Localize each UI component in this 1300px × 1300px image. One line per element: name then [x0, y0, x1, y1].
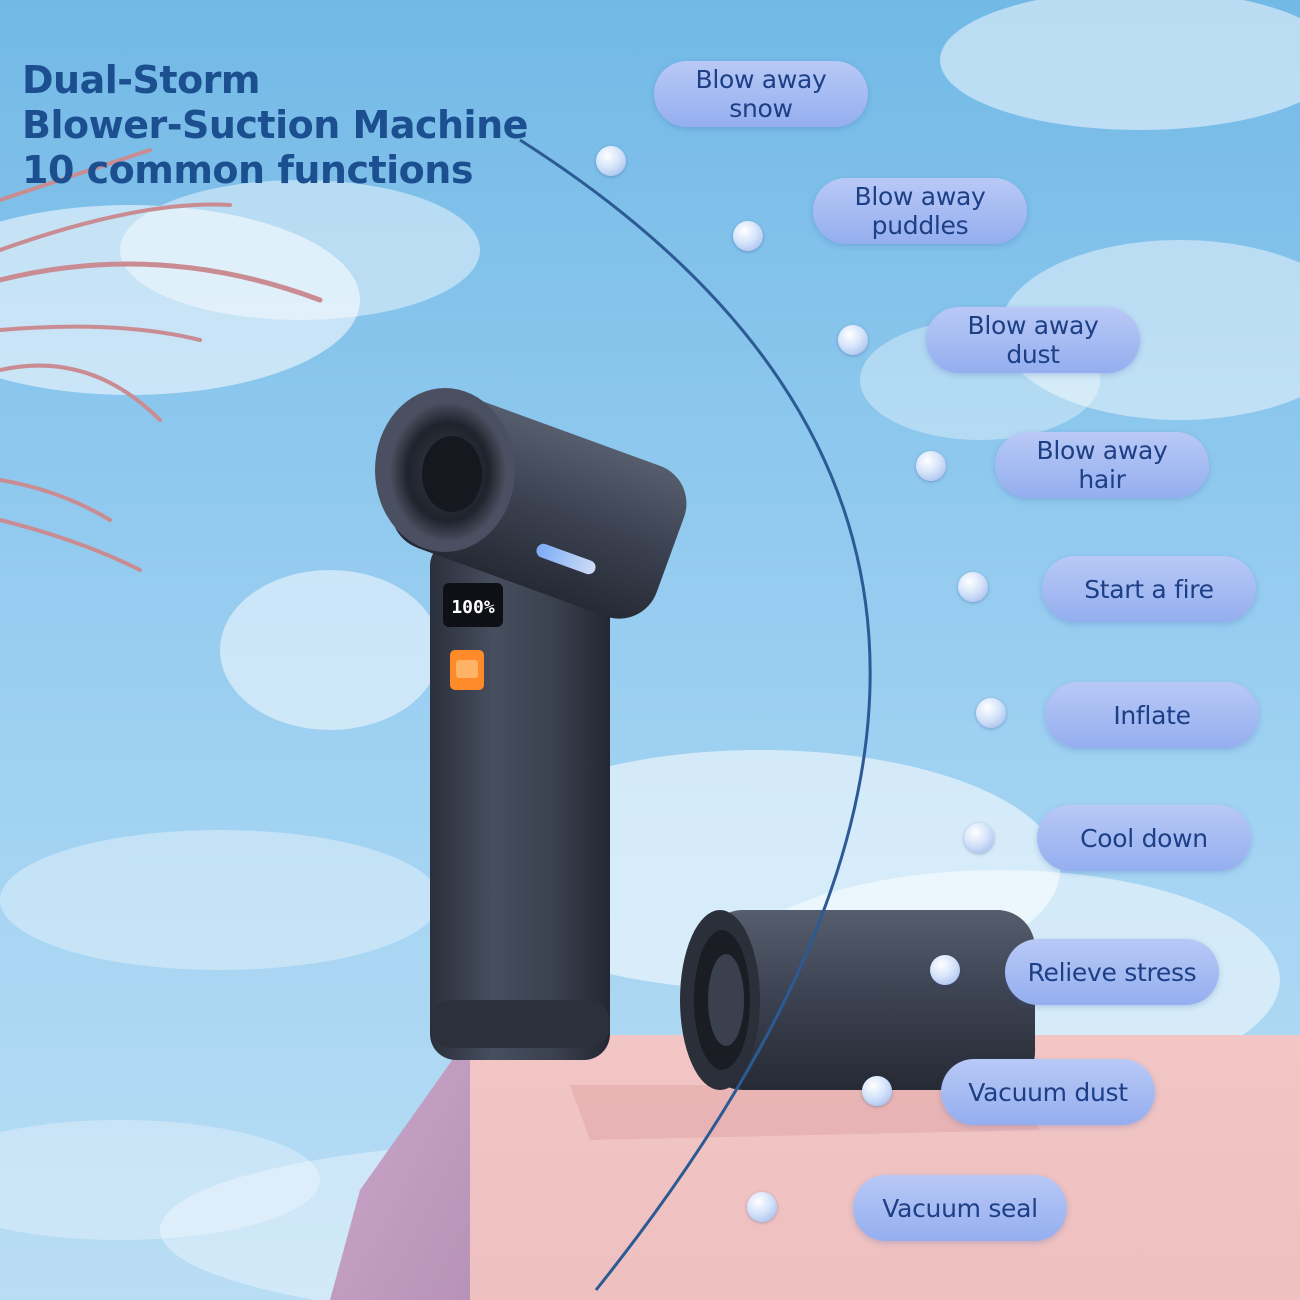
marker-dot: [747, 1192, 777, 1222]
marker-dot: [976, 698, 1006, 728]
function-label: Relieve stress: [1027, 957, 1197, 987]
marker-dot: [958, 572, 988, 602]
function-pill-start-a-fire: Start a fire: [1042, 556, 1256, 622]
function-arc: [519, 138, 872, 1291]
function-label: Blow away snow: [695, 65, 827, 123]
function-pill-cool-down: Cool down: [1037, 805, 1251, 871]
headline-line-1: Dual-Storm: [22, 58, 261, 102]
function-label: Blow away puddles: [854, 182, 986, 240]
function-pill-blow-away-dust: Blow away dust: [926, 307, 1140, 373]
function-label: Vacuum seal: [882, 1193, 1038, 1223]
marker-dot: [862, 1076, 892, 1106]
pink-grass: [0, 148, 323, 572]
function-label: Vacuum dust: [968, 1077, 1128, 1107]
function-pill-vacuum-seal: Vacuum seal: [853, 1175, 1067, 1241]
marker-dot: [733, 221, 763, 251]
function-label: Blow away dust: [967, 311, 1099, 369]
function-label: Blow away hair: [1036, 436, 1168, 494]
blower-device: 100%: [375, 388, 687, 1060]
function-pill-blow-away-hair: Blow away hair: [995, 432, 1209, 498]
function-pill-vacuum-dust: Vacuum dust: [941, 1059, 1155, 1125]
function-label: Inflate: [1113, 700, 1191, 730]
function-pill-blow-away-snow: Blow away snow: [654, 61, 868, 127]
function-pill-relieve-stress: Relieve stress: [1005, 939, 1219, 1005]
marker-dot: [838, 325, 868, 355]
display-readout: 100%: [451, 597, 495, 618]
marker-dot: [916, 451, 946, 481]
function-label: Cool down: [1080, 823, 1208, 853]
function-label: Start a fire: [1084, 574, 1214, 604]
function-pill-blow-away-puddles: Blow away puddles: [813, 178, 1027, 244]
detached-nozzle: [680, 910, 1035, 1090]
marker-dot: [596, 146, 626, 176]
headline-line-3: 10 common functions: [22, 148, 473, 192]
headline: Dual-Storm Blower-Suction Machine 10 com…: [22, 58, 528, 193]
headline-line-2: Blower-Suction Machine: [22, 103, 528, 147]
marker-dot: [964, 823, 994, 853]
function-pill-inflate: Inflate: [1045, 682, 1259, 748]
marker-dot: [930, 955, 960, 985]
